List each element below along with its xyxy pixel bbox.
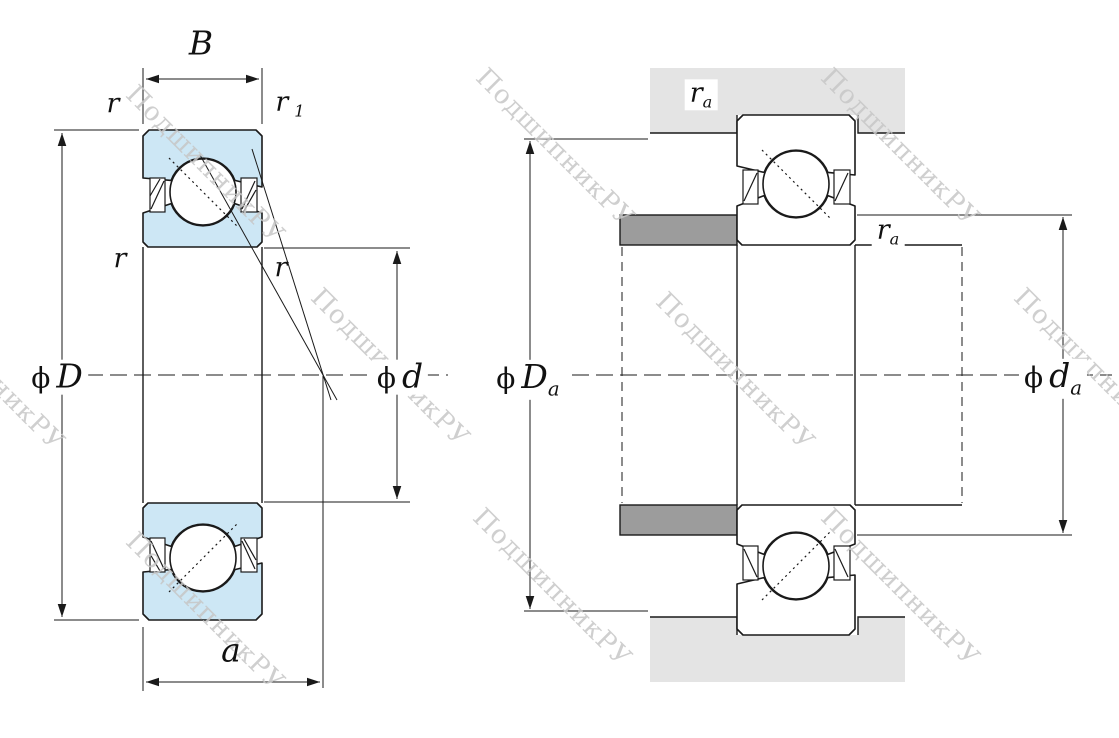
left-view — [54, 68, 448, 691]
label-width-B: B — [188, 23, 214, 63]
a-text: a — [221, 630, 241, 670]
ra-subscript: a — [702, 92, 713, 112]
phi-symbol: ϕ — [376, 361, 396, 395]
label-chamfer-r-top-left: r — [106, 87, 120, 119]
D-text: D — [56, 356, 83, 396]
r1-subscript: 1 — [294, 101, 305, 121]
phi-symbol: ϕ — [1023, 360, 1044, 394]
phi-symbol: ϕ — [496, 361, 516, 395]
Da-text: D — [521, 356, 548, 396]
contact-construction-lines — [199, 148, 338, 688]
dimensions-left — [54, 68, 410, 691]
width-B-text: B — [188, 23, 214, 63]
da-text: d — [1049, 355, 1071, 395]
lower-section — [619, 504, 963, 683]
phi-symbol: ϕ — [31, 361, 51, 395]
upper-section — [142, 129, 263, 248]
ra-subscript: a — [889, 229, 900, 249]
label-contact-distance-a: a — [221, 630, 241, 670]
bore-silhouette — [736, 245, 856, 505]
label-chamfer-r-mid-right: r — [274, 251, 288, 283]
r-text: r — [689, 77, 703, 109]
hidden-edges — [621, 247, 963, 503]
extension-lines — [524, 138, 1072, 612]
r-text: r — [275, 86, 289, 118]
dimension-arrows — [57, 74, 402, 687]
lower-section — [142, 502, 263, 621]
dimension-arrows — [525, 141, 1068, 609]
dimensions-right — [524, 138, 1072, 612]
r-text: r — [876, 214, 890, 246]
right-view — [524, 67, 1112, 683]
r-text: r — [106, 87, 120, 119]
da-subscript: a — [1070, 376, 1083, 400]
upper-section — [619, 67, 963, 246]
extension-lines — [54, 68, 410, 691]
Da-subscript: a — [547, 377, 560, 401]
label-shaft-fillet-ra: ra — [871, 214, 905, 249]
r-text: r — [274, 251, 288, 283]
d-text: d — [402, 356, 424, 396]
label-chamfer-r-mid-left: r — [113, 242, 127, 274]
label-housing-fillet-ra: ra — [684, 77, 718, 112]
r-text: r — [113, 242, 127, 274]
